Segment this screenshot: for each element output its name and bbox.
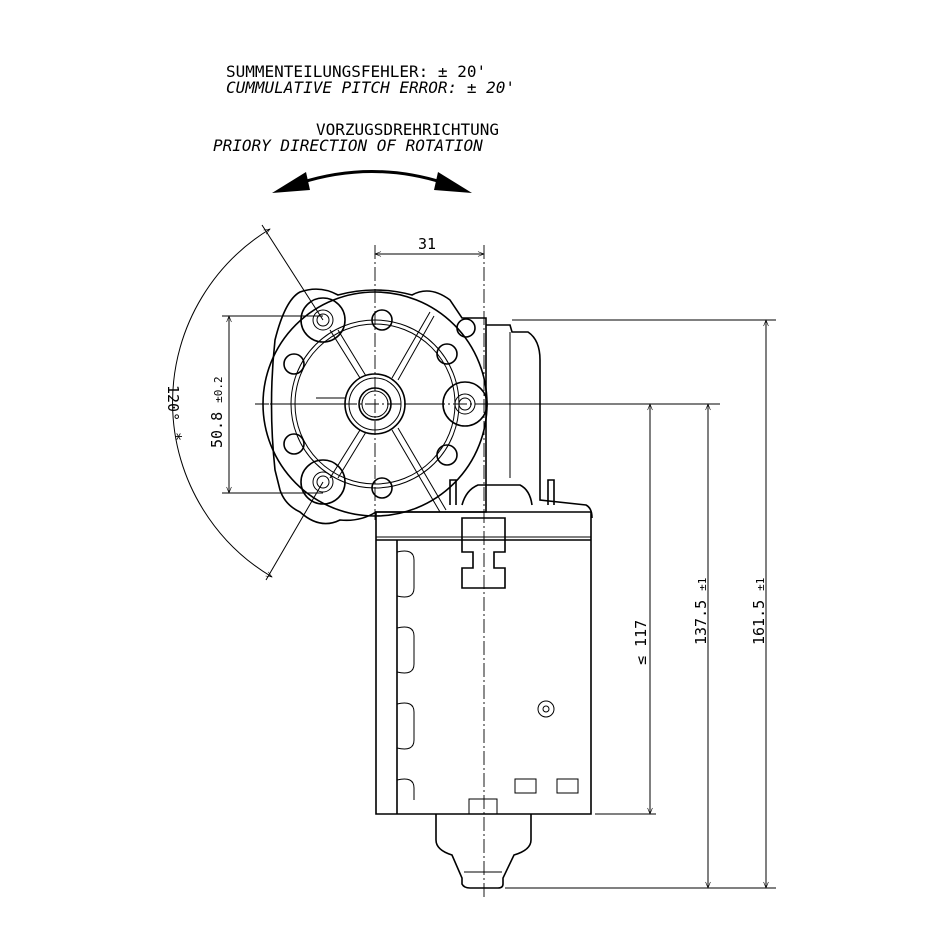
pitch-error-de: SUMMENTEILUNGSFEHLER: ± 20' xyxy=(226,62,486,81)
rotation-en: PRIORY DIRECTION OF ROTATION xyxy=(213,136,483,155)
rotation-arrow-icon xyxy=(272,170,472,193)
dimension-137-5-value: 137.5 xyxy=(692,600,710,645)
rotation-de: VORZUGSDREHRICHTUNG xyxy=(316,120,499,139)
dimension-161-5-tolerance: ±1 xyxy=(754,578,767,591)
dimension-120-mark: * xyxy=(167,432,185,441)
dimension-50-8-value: 50.8 xyxy=(208,412,226,448)
gear-housing xyxy=(262,288,593,525)
pitch-error-en: CUMMULATIVE PITCH ERROR: ± 20' xyxy=(226,78,515,97)
dimension-31: 31 xyxy=(374,235,485,257)
motor-body xyxy=(375,511,592,889)
dimension-31-label: 31 xyxy=(418,235,436,253)
dimension-117-label: ≤ 117 xyxy=(632,620,650,665)
dimension-161-5: 161.5 ±1 xyxy=(512,319,776,889)
svg-text:137.5 ±1: 137.5 ±1 xyxy=(692,578,710,645)
dimension-117: ≤ 117 xyxy=(486,403,720,815)
dimension-137-5-tolerance: ±1 xyxy=(696,578,709,591)
dimension-50-8: 50.8 ±0.2 xyxy=(208,315,323,494)
dimension-137-5: 137.5 ±1 xyxy=(505,403,776,889)
dimension-161-5-value: 161.5 xyxy=(750,600,768,645)
dimension-120-label: 120° xyxy=(164,385,182,421)
svg-text:50.8 ±0.2: 50.8 ±0.2 xyxy=(208,376,226,448)
center-lines xyxy=(255,245,500,900)
dimension-50-8-tolerance: ±0.2 xyxy=(212,376,225,403)
dimension-120-deg: 120° * xyxy=(164,224,324,581)
svg-text:161.5 ±1: 161.5 ±1 xyxy=(750,578,768,645)
